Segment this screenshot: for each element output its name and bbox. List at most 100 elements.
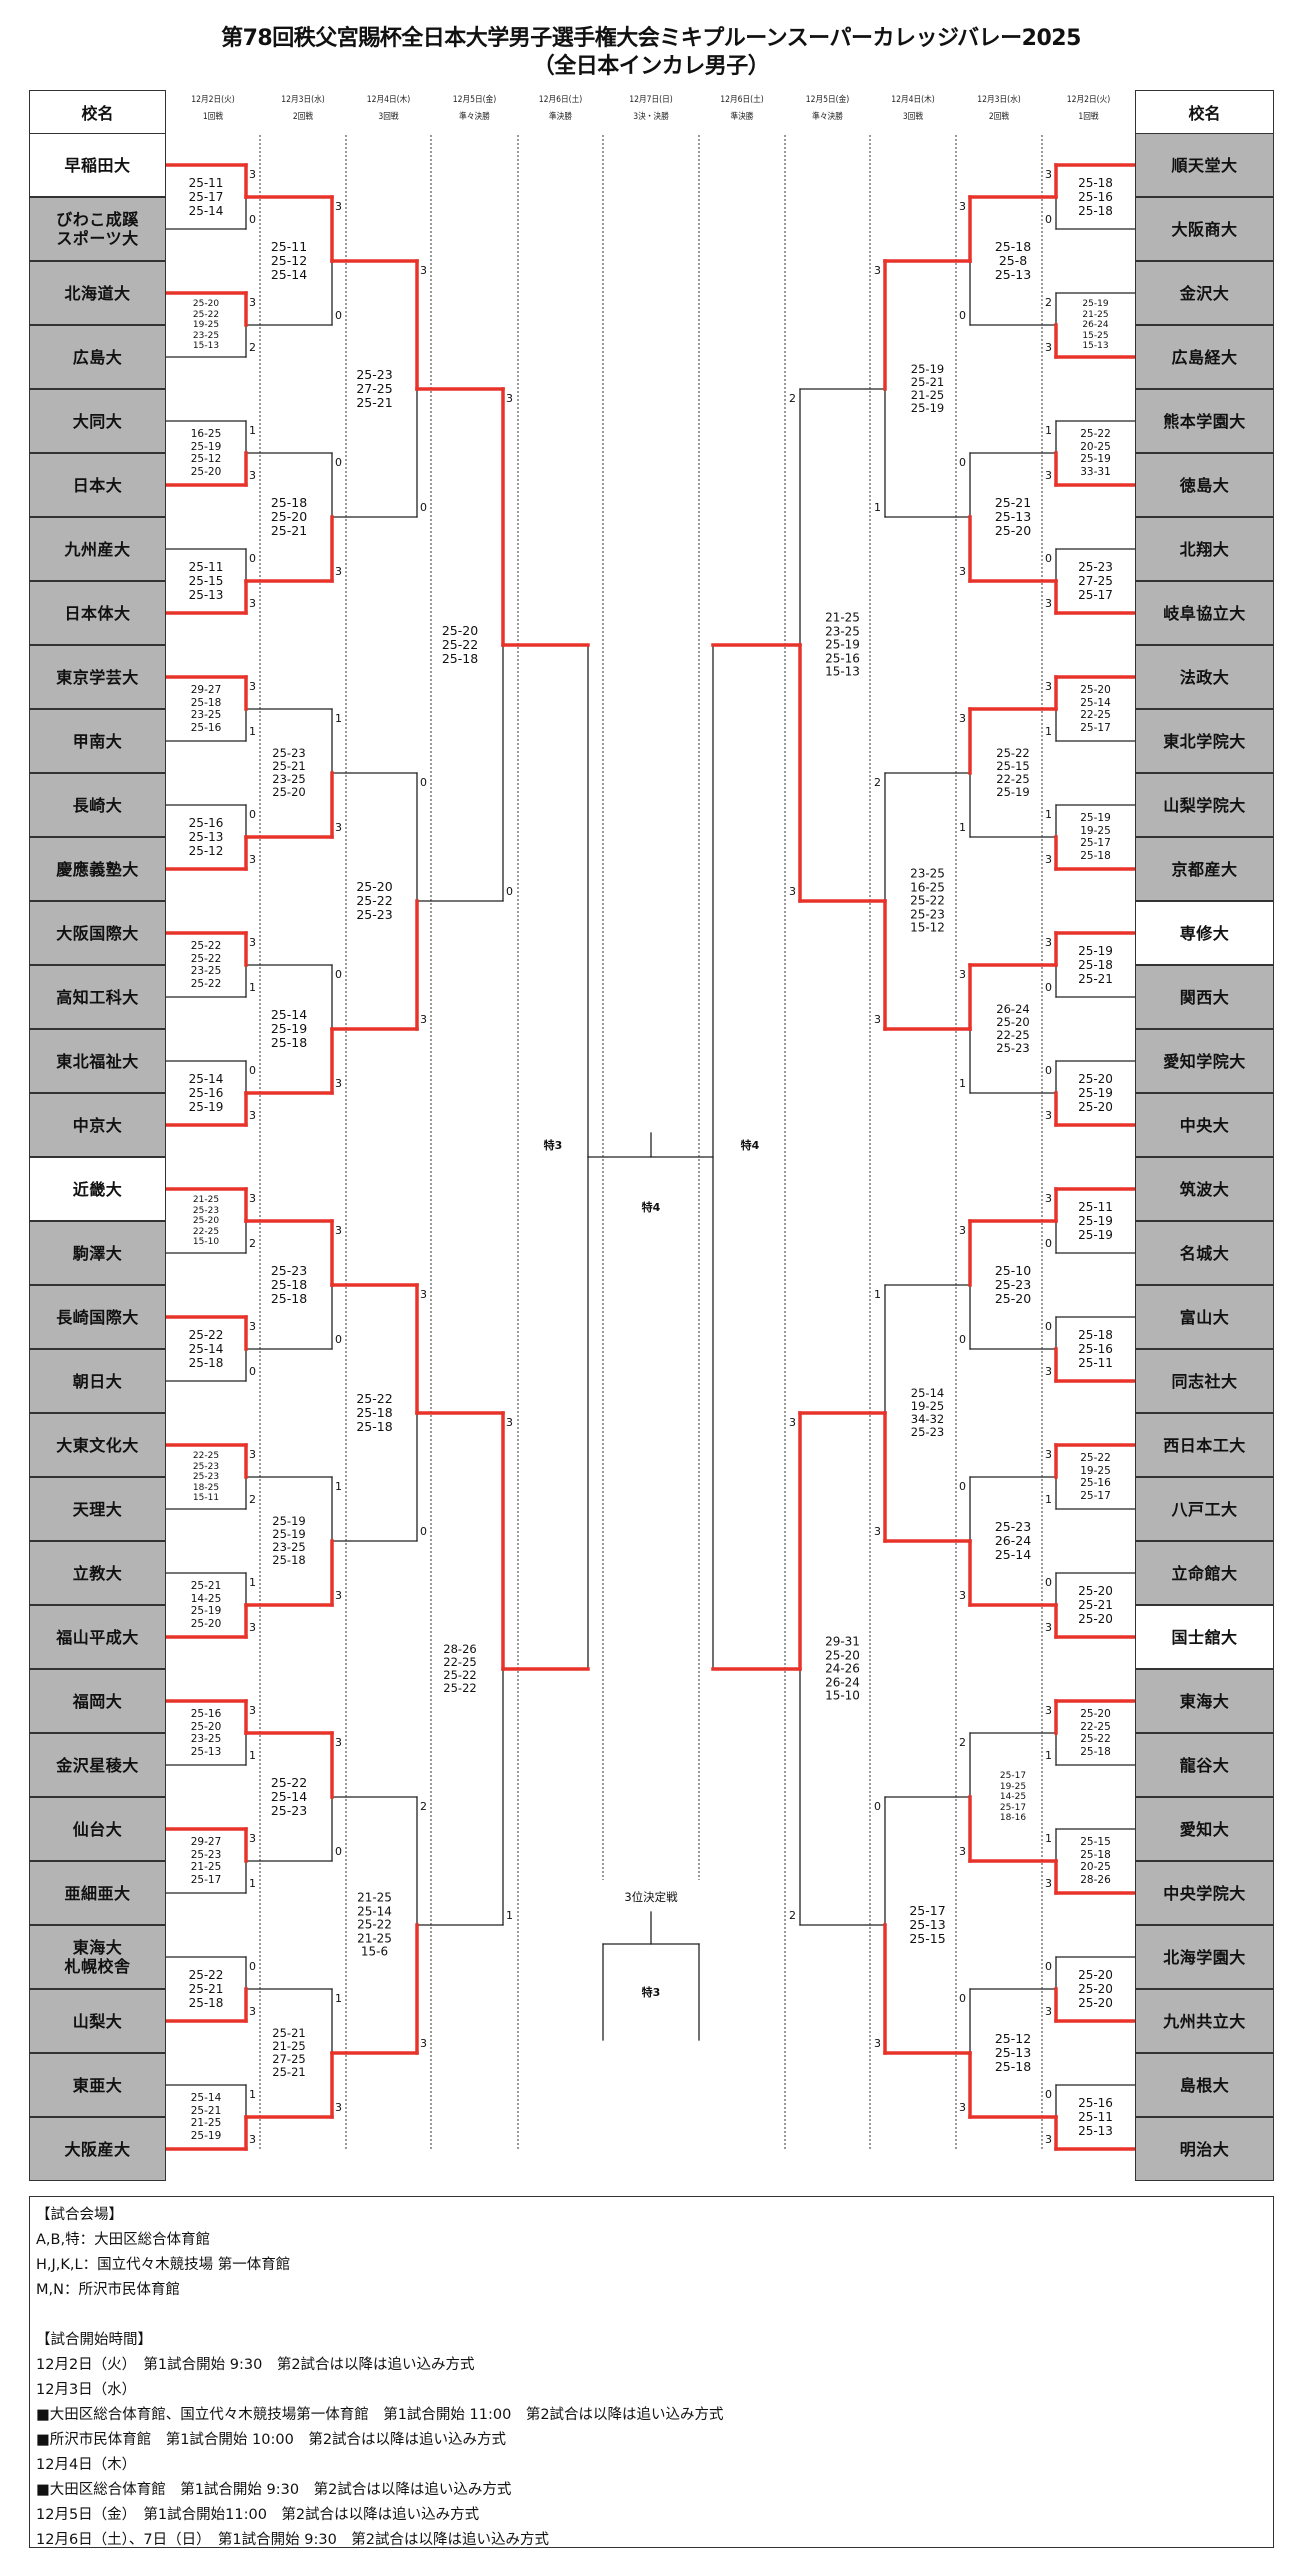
set-count-bottom: 3 (959, 1589, 966, 1602)
set-count-bottom: 1 (249, 1877, 256, 1890)
team-name-cell: 東北福祉大 (29, 1029, 166, 1093)
set-count-top: 3 (249, 680, 256, 693)
team-name: 中京大 (72, 1115, 123, 1135)
set-score: 25-19 (996, 785, 1030, 799)
set-score: 27-25 (356, 381, 393, 396)
right-round-header: 12月4日(木)3回戦 (874, 92, 951, 132)
set-score: 25-22 (357, 1917, 392, 1932)
team-name-cell: 北翔大 (1135, 517, 1274, 581)
set-count-bottom: 3 (959, 1845, 966, 1858)
set-score: 25-13 (994, 267, 1032, 282)
set-score: 25-20 (1078, 1072, 1113, 1086)
column-round: 1回戦 (202, 112, 224, 122)
set-count-bottom: 0 (335, 1845, 342, 1858)
team-name: 国士舘大 (1171, 1627, 1238, 1647)
team-name-cell: 山梨大 (29, 1989, 166, 2053)
set-count-top: 0 (959, 456, 966, 469)
set-score: 22-25 (996, 772, 1030, 786)
team-name-cell: 明治大 (1135, 2117, 1274, 2181)
set-score: 25-12 (188, 844, 224, 858)
set-count-bottom: 3 (874, 1525, 881, 1538)
set-score: 25-20 (441, 623, 479, 638)
set-score: 25-20 (1078, 1996, 1113, 2010)
set-score: 25-21 (188, 1982, 224, 1996)
team-name-cell: 岐阜協立大 (1135, 581, 1274, 645)
set-count-bottom: 3 (420, 2037, 427, 2050)
set-score: 25-20 (994, 1291, 1032, 1306)
set-count-bottom: 3 (959, 2101, 966, 2114)
set-count-top: 1 (249, 424, 256, 437)
team-name: 九州共立大 (1163, 2011, 1246, 2031)
set-score: 25-23 (910, 1425, 945, 1439)
team-name: 北海学園大 (1163, 1947, 1246, 1967)
team-name: 金沢大 (1179, 283, 1230, 303)
column-date: 12月4日(木) (891, 95, 935, 105)
team-name: 八戸工大 (1171, 1499, 1238, 1519)
set-score: 25-18 (190, 696, 222, 709)
column-date: 12月2日(火) (1066, 95, 1111, 105)
team-name-cell: 金沢星稜大 (29, 1733, 166, 1797)
set-count-bottom: 3 (789, 885, 796, 898)
set-score: 23-25 (190, 709, 222, 721)
team-name-cell: 大東文化大 (29, 1413, 166, 1477)
notes-line: 12月5日（金） 第1試合開始11:00 第2試合は以降は追い込み方式 (36, 2507, 480, 2523)
column-round: 2回戦 (988, 112, 1010, 122)
page-title: 第78回秩父宮賜杯全日本大学男子選手権大会ミキプルーンスーパーカレッジバレー20… (221, 26, 1081, 51)
team-name: 東亜大 (72, 2075, 123, 2095)
set-count-bottom: 0 (1045, 213, 1052, 226)
set-count-top: 3 (1045, 936, 1052, 949)
set-score: 25-23 (994, 1519, 1032, 1534)
set-count-bottom: 2 (249, 1493, 256, 1506)
set-score: 15-10 (192, 1236, 220, 1247)
set-score: 15-11 (192, 1492, 220, 1503)
set-count-bottom: 3 (249, 469, 256, 482)
set-score: 25-13 (994, 2045, 1032, 2060)
set-score: 25-23 (190, 1848, 222, 1861)
team-name: 慶應義塾大 (56, 859, 139, 879)
set-count-bottom: 0 (959, 1333, 966, 1346)
set-score: 25-20 (1078, 1612, 1113, 1626)
team-name: 明治大 (1179, 2139, 1230, 2159)
team-name: 岐阜協立大 (1163, 603, 1246, 623)
team-name: 東海大 札幌校舎 (64, 1938, 131, 1976)
set-score: 25-17 (190, 1873, 222, 1886)
set-score: 25-19 (190, 1605, 222, 1617)
set-score: 25-23 (356, 367, 393, 382)
set-count-bottom: 2 (249, 341, 256, 354)
set-score: 25-18 (994, 239, 1032, 254)
team-name-cell: 甲南大 (29, 709, 166, 773)
set-count-top: 0 (1045, 1576, 1052, 1589)
set-count-top: 3 (335, 1736, 342, 1749)
set-score: 25-11 (1078, 1200, 1113, 1214)
set-score: 25-14 (910, 1386, 945, 1400)
set-score: 25-22 (1080, 1452, 1111, 1464)
team-name: 亜細亜大 (64, 1883, 131, 1903)
set-score: 22-25 (1080, 1720, 1111, 1733)
set-score: 25-20 (1078, 1100, 1113, 1114)
set-score: 21-25 (1082, 309, 1109, 320)
left-round-header: 12月6日(土)準決勝 (522, 92, 599, 132)
set-count-bottom: 1 (1045, 1749, 1052, 1762)
set-count-top: 2 (874, 776, 881, 789)
team-name-cell: 東京学芸大 (29, 645, 166, 709)
set-score: 25-23 (270, 1803, 308, 1818)
team-name-cell: 広島大 (29, 325, 166, 389)
set-count-bottom: 3 (249, 2133, 256, 2146)
set-count-bottom: 3 (1045, 1365, 1052, 1378)
right-name-header: 校名 (1135, 90, 1274, 133)
set-score: 25-23 (192, 1471, 220, 1482)
set-count-bottom: 3 (874, 1013, 881, 1026)
set-score: 25-19 (1078, 944, 1113, 958)
team-name: びわこ成蹊 スポーツ大 (56, 210, 139, 248)
team-name: 法政大 (1179, 667, 1230, 687)
